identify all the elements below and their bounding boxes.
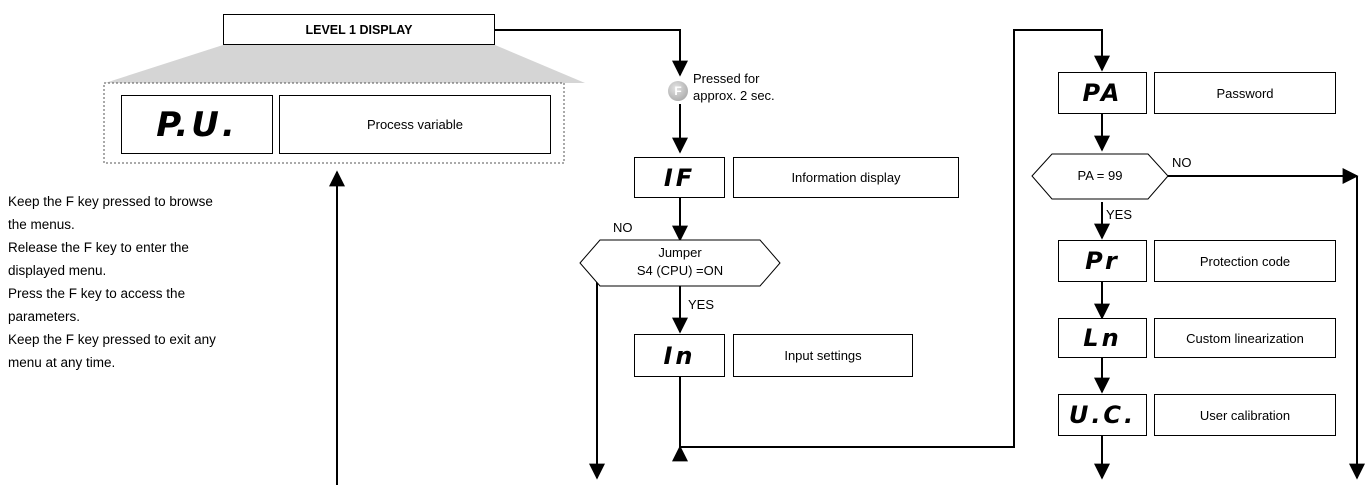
f-key-icon: F bbox=[668, 81, 688, 101]
protection-display: Pr bbox=[1058, 240, 1147, 282]
instruction-line: Press the F key to access the bbox=[8, 286, 186, 301]
f-key-note-1: Pressed for bbox=[693, 71, 760, 86]
pa-decision-shape bbox=[1031, 153, 1169, 200]
instruction-line: parameters. bbox=[8, 309, 81, 324]
level1-header: LEVEL 1 DISPLAY bbox=[223, 14, 495, 45]
calibration-label: User calibration bbox=[1154, 394, 1336, 436]
pv-label: Process variable bbox=[279, 95, 551, 154]
jumper-decision-shape bbox=[579, 239, 781, 287]
pa-decision: PA = 99 bbox=[1077, 168, 1123, 183]
pa-no-label: NO bbox=[1172, 155, 1192, 170]
linearization-display: Ln bbox=[1058, 318, 1147, 358]
pa-yes-label: YES bbox=[1106, 207, 1133, 222]
pv-frame bbox=[103, 82, 565, 164]
input-display: In bbox=[634, 334, 725, 377]
protection-label: Protection code bbox=[1154, 240, 1336, 282]
jumper-line1: Jumper bbox=[658, 245, 702, 260]
jumper-no-label: NO bbox=[613, 220, 633, 235]
jumper-decision: Jumper S4 (CPU) =ON bbox=[590, 244, 770, 280]
linearization-label: Custom linearization bbox=[1154, 318, 1336, 358]
info-display: IF bbox=[634, 157, 725, 198]
input-label: Input settings bbox=[733, 334, 913, 377]
password-label: Password bbox=[1154, 72, 1336, 114]
jumper-yes-label: YES bbox=[688, 297, 715, 312]
f-key-note-2: approx. 2 sec. bbox=[693, 88, 775, 103]
instruction-line: Keep the F key pressed to exit any bbox=[8, 332, 216, 347]
jumper-line2: S4 (CPU) =ON bbox=[636, 263, 724, 278]
pv-display: P.U. bbox=[121, 95, 273, 154]
instruction-line: menu at any time. bbox=[8, 355, 116, 370]
instruction-line: displayed menu. bbox=[8, 263, 107, 278]
password-display: PA bbox=[1058, 72, 1147, 114]
info-label: Information display bbox=[733, 157, 959, 198]
instruction-line: the menus. bbox=[8, 217, 75, 232]
calibration-display: U.C. bbox=[1058, 394, 1147, 436]
instructions: Keep the F key pressed to browse the men… bbox=[8, 190, 308, 374]
header-trapezoid bbox=[105, 45, 585, 83]
instruction-line: Keep the F key pressed to browse bbox=[8, 194, 213, 209]
instruction-line: Release the F key to enter the bbox=[8, 240, 189, 255]
